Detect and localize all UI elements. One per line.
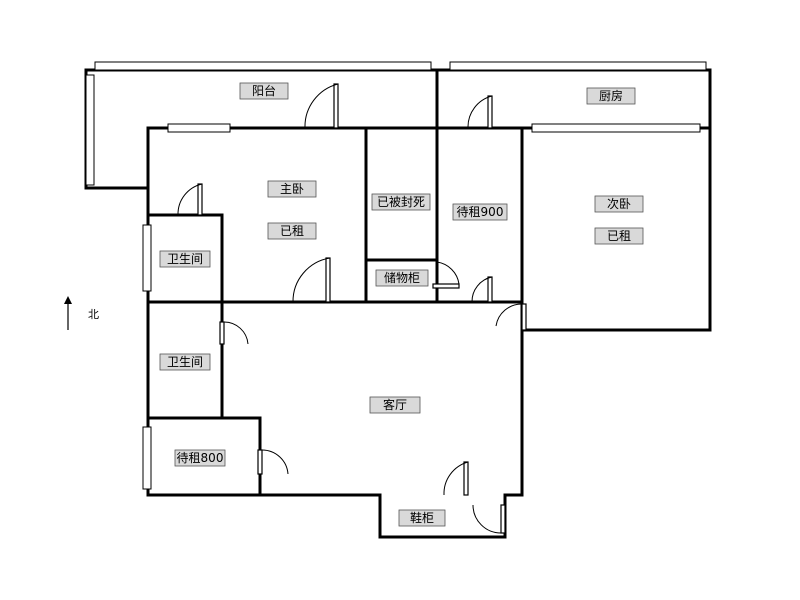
bathroom-2-door — [219, 321, 249, 345]
shoe-cabinet-door — [472, 504, 506, 534]
second-bedroom-wall — [520, 126, 712, 332]
svg-text:已租: 已租 — [607, 229, 631, 243]
second-bedroom-window — [531, 123, 701, 133]
kitchen-label: 厨房 — [586, 87, 636, 105]
kitchen-door — [467, 95, 493, 129]
bathroom-1-label: 卫生间 — [159, 250, 211, 268]
entrance-door — [443, 461, 469, 496]
north-arrowhead-icon — [64, 296, 72, 304]
kitchen-wall — [435, 68, 712, 130]
bathroom-1-wall — [146, 213, 224, 304]
svg-text:鞋柜: 鞋柜 — [410, 510, 434, 525]
svg-text:待租800: 待租800 — [177, 451, 224, 465]
north-compass: 北 — [64, 296, 99, 330]
kitchen-window — [449, 61, 707, 71]
storage-cabinet-door — [432, 261, 460, 289]
second-bedroom-status: 已租 — [594, 227, 644, 245]
room-labels: 阳台 厨房 主卧 已租 次卧 已租 已被封死 待租900 — [159, 82, 644, 527]
svg-text:阳台: 阳台 — [252, 83, 276, 98]
balcony-window-side — [85, 74, 95, 186]
svg-text:待租900: 待租900 — [457, 205, 504, 219]
second-bedroom-label: 次卧 — [594, 195, 644, 213]
north-label: 北 — [88, 308, 99, 321]
master-window — [167, 123, 231, 133]
doors — [177, 83, 527, 534]
living-room-label: 客厅 — [369, 396, 421, 414]
svg-text:卫生间: 卫生间 — [167, 252, 203, 266]
bathroom-1-window — [142, 224, 152, 292]
master-bedroom-door — [292, 257, 331, 303]
bathroom-1-door — [177, 183, 203, 216]
shoe-cabinet-label: 鞋柜 — [398, 509, 446, 527]
second-bedroom-door — [495, 303, 527, 331]
svg-text:已被封死: 已被封死 — [377, 195, 425, 209]
room-800-label: 待租800 — [174, 449, 226, 467]
storage-cabinet-label: 储物柜 — [375, 269, 429, 287]
svg-text:已租: 已租 — [280, 224, 304, 238]
walls — [84, 68, 712, 539]
bathroom-2-label: 卫生间 — [159, 353, 211, 371]
room-900-door — [471, 276, 493, 303]
svg-text:储物柜: 储物柜 — [384, 270, 420, 285]
balcony-door — [304, 83, 339, 129]
balcony-label: 阳台 — [239, 82, 289, 100]
svg-text:厨房: 厨房 — [599, 88, 623, 103]
svg-text:客厅: 客厅 — [383, 397, 407, 412]
windows — [85, 61, 707, 490]
room-800-door — [257, 449, 289, 475]
sealed-room-label: 已被封死 — [371, 193, 431, 211]
master-bedroom-status: 已租 — [267, 222, 317, 240]
svg-text:卫生间: 卫生间 — [167, 355, 203, 369]
svg-text:主卧: 主卧 — [280, 182, 304, 196]
master-bedroom-label: 主卧 — [267, 180, 317, 198]
balcony-window-top — [94, 61, 432, 71]
room-900-label: 待租900 — [452, 203, 508, 221]
room-800-window — [142, 426, 152, 490]
svg-text:次卧: 次卧 — [607, 197, 631, 211]
